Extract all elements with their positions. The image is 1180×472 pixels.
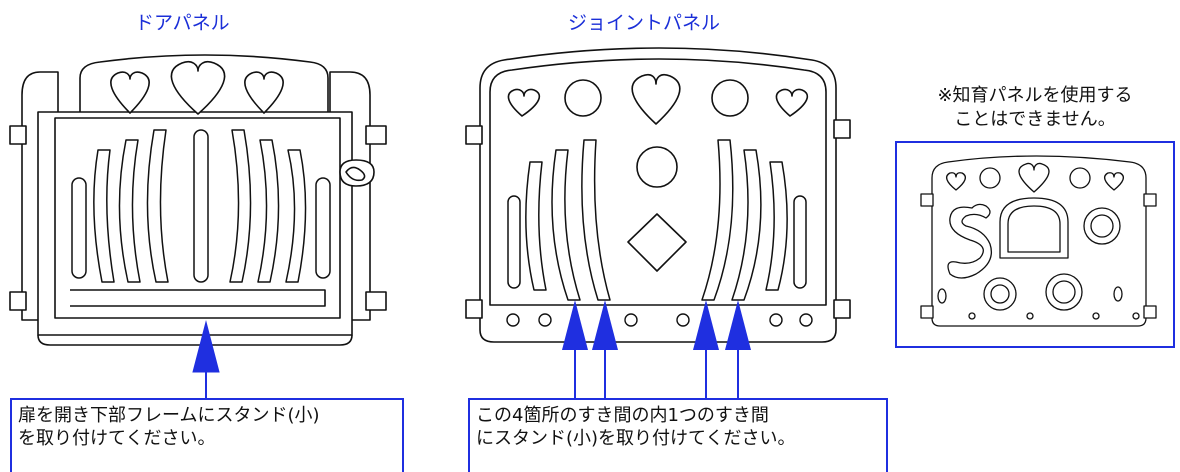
joint-arrows — [562, 300, 751, 398]
door-callout-line-1: 扉を開き下部フレームにスタンド(小) — [18, 405, 320, 426]
education-note-line-1: ※知育パネルを使用する — [937, 85, 1133, 106]
door-arrow — [192, 320, 220, 398]
joint-callout-box: この4箇所のすき間の内1つのすき間 にスタンド(小)を取り付けてください。 — [468, 398, 888, 472]
education-panel-illustration — [920, 155, 1157, 327]
door-callout-box: 扉を開き下部フレームにスタンド(小) を取り付けてください。 — [10, 398, 404, 472]
joint-callout-line-1: この4箇所のすき間の内1つのすき間 — [476, 405, 769, 426]
joint-panel-title: ジョイントパネル — [568, 12, 721, 34]
door-panel-illustration — [9, 54, 387, 346]
education-note-line-2: ことはできません。 — [954, 109, 1116, 130]
joint-callout-line-2: にスタンド(小)を取り付けてください。 — [476, 428, 796, 449]
door-panel-title: ドアパネル — [135, 12, 230, 34]
door-callout-line-2: を取り付けてください。 — [18, 428, 216, 449]
education-panel-note: ※知育パネルを使用する ことはできません。 — [905, 84, 1165, 132]
joint-panel-illustration — [465, 47, 851, 343]
